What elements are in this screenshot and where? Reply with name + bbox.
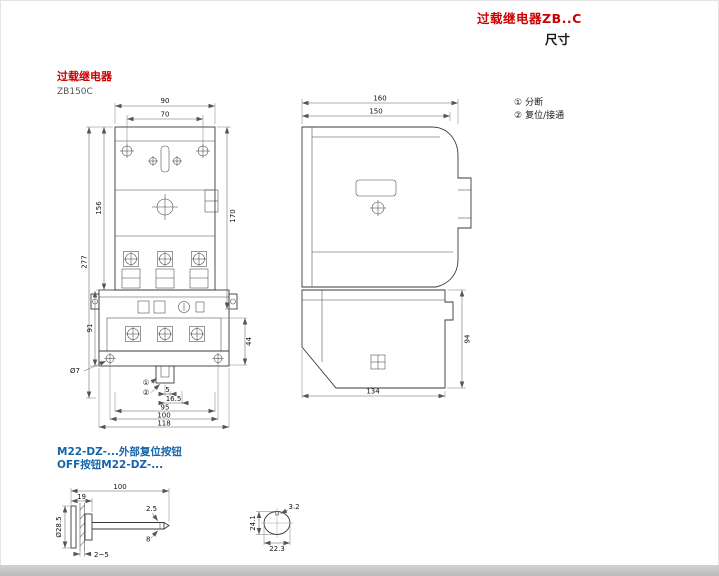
front-view-drawing <box>90 126 238 384</box>
dim-hole-dia7: Ø7 <box>70 367 80 375</box>
dim-100: 100 <box>157 412 170 420</box>
dim-5: 5 <box>165 386 169 394</box>
upper-terminals <box>121 251 209 289</box>
dim-134: 134 <box>366 388 380 396</box>
button-heading-line2: OFF按钮M22-DZ-... <box>57 459 164 471</box>
side-view-drawing <box>301 126 472 389</box>
dim-btn-dia28-5: Ø28.5 <box>55 516 63 537</box>
doc-header: 过载继电器ZB..C 尺寸 <box>477 8 582 48</box>
dim-cutout-3-2: 3.2 <box>289 503 300 511</box>
dim-91: 91 <box>86 324 94 333</box>
relay-model-label: ZB150C <box>57 87 93 97</box>
flange-holes <box>104 353 224 364</box>
button-heading-line1: M22-DZ-...外部复位按钮 <box>57 446 182 458</box>
legend-num-2: ② <box>514 110 523 121</box>
dim-94: 94 <box>464 334 472 343</box>
relay-section-heading: 过载继电器 ZB150C <box>57 68 112 97</box>
side-view-dimensions: 160 150 94 134 <box>301 95 472 399</box>
dim-cutout-24-1: 24.1 <box>249 515 257 531</box>
dim-170: 170 <box>229 209 237 222</box>
dim-160: 160 <box>373 95 386 103</box>
dim-16-5: 16.5 <box>166 395 182 403</box>
dim-150: 150 <box>369 108 382 116</box>
doc-subtitle: 尺寸 <box>545 32 571 47</box>
dim-118: 118 <box>157 420 170 428</box>
reset-button-drawing <box>70 503 170 551</box>
dim-95: 95 <box>161 404 170 412</box>
doc-title: 过载继电器ZB..C <box>477 11 582 26</box>
legend-label-2: 复位/接通 <box>525 110 565 121</box>
relay-terminals <box>125 326 205 342</box>
dim-70: 70 <box>161 111 170 119</box>
dim-btn-19: 19 <box>77 493 86 501</box>
dim-btn-100: 100 <box>113 483 126 491</box>
reset-button-dimensions: 100 19 Ø28.5 2.5 8 2~5 <box>55 483 170 559</box>
legend-label-1: 分断 <box>525 98 544 108</box>
marker-2-icon: ② <box>143 388 150 397</box>
dim-btn-panel-2-5: 2~5 <box>94 551 109 559</box>
dim-156: 156 <box>95 201 103 215</box>
button-section-heading: M22-DZ-...外部复位按钮 OFF按钮M22-DZ-... <box>57 446 182 472</box>
footer-bar <box>0 565 719 576</box>
dim-90: 90 <box>161 97 170 105</box>
dim-cutout-22-3: 22.3 <box>269 545 285 553</box>
mounting-holes <box>120 144 210 166</box>
dim-44: 44 <box>245 337 253 346</box>
relay-section-title: 过载继电器 <box>57 70 112 83</box>
dim-btn-2-5: 2.5 <box>146 505 157 513</box>
legend-num-1: ① <box>514 98 523 108</box>
cutout-dimensions: 3.2 24.1 22.3 <box>249 503 300 553</box>
panel-hatch <box>79 504 85 547</box>
dim-277: 277 <box>81 255 89 268</box>
front-view-dimensions: 90 70 156 277 91 170 44 Ø7 ① ② <box>70 97 253 430</box>
dim-btn-8: 8 <box>146 536 150 544</box>
cutout-drawing <box>261 508 293 538</box>
marker-1-icon: ① <box>143 378 150 387</box>
